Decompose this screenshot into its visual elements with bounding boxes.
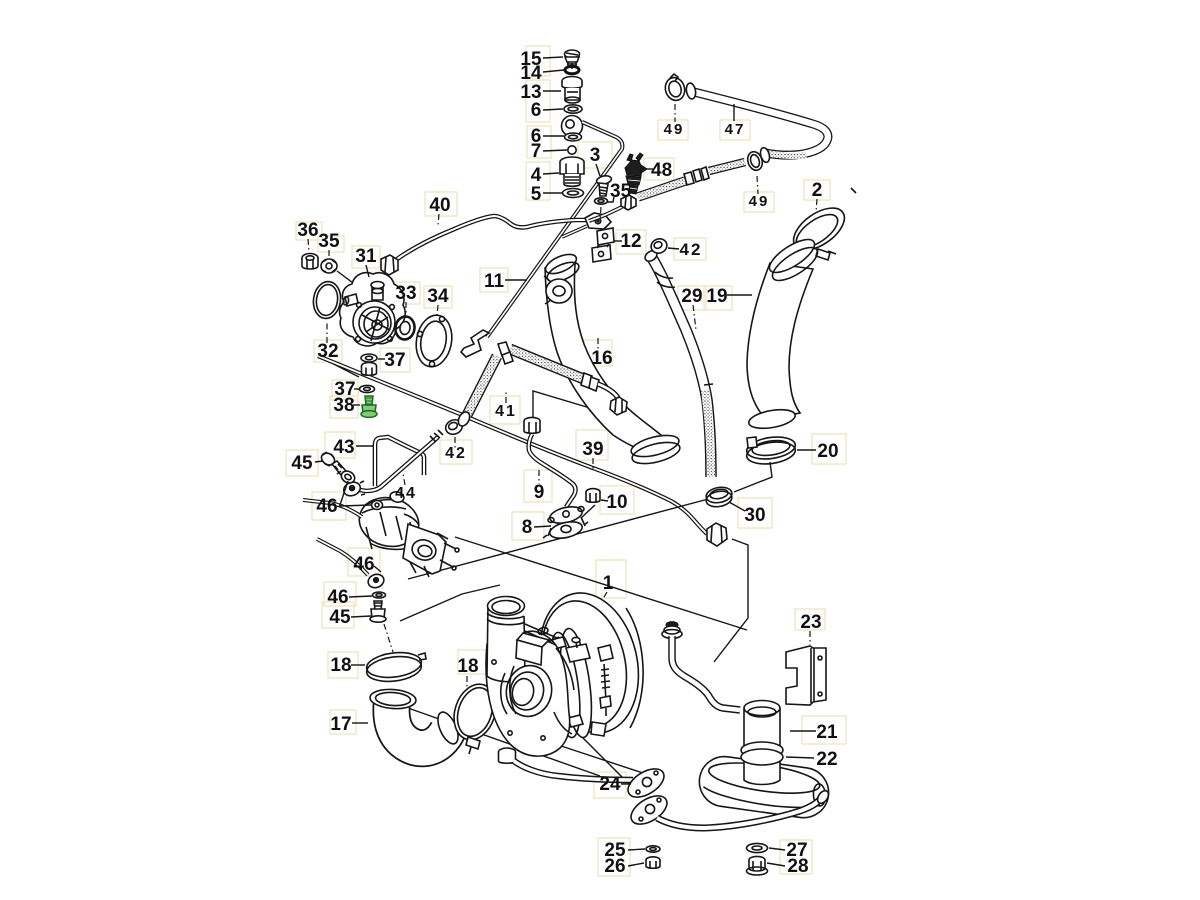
svg-text:37: 37 [334, 379, 355, 400]
svg-text:26: 26 [604, 856, 625, 877]
svg-text:32: 32 [317, 341, 338, 362]
svg-text:6: 6 [531, 100, 542, 121]
svg-text:49: 49 [749, 193, 770, 210]
svg-text:30: 30 [744, 505, 765, 526]
svg-text:27: 27 [786, 840, 807, 861]
svg-text:2: 2 [812, 180, 823, 201]
svg-text:35: 35 [610, 181, 632, 202]
svg-text:39: 39 [582, 439, 603, 460]
svg-text:1: 1 [603, 573, 614, 594]
svg-text:33: 33 [395, 283, 416, 304]
svg-text:47: 47 [725, 121, 746, 138]
svg-text:5: 5 [531, 184, 542, 205]
svg-text:17: 17 [330, 714, 351, 735]
svg-text:8: 8 [522, 517, 533, 538]
svg-text:18: 18 [330, 655, 351, 676]
svg-text:41: 41 [495, 403, 517, 420]
svg-text:14: 14 [520, 63, 542, 84]
svg-text:9: 9 [534, 482, 545, 503]
svg-text:35: 35 [318, 231, 340, 252]
svg-text:18: 18 [457, 656, 478, 677]
svg-text:29: 29 [681, 286, 702, 307]
svg-text:13: 13 [520, 82, 541, 103]
svg-text:12: 12 [620, 231, 641, 252]
svg-text:36: 36 [297, 220, 318, 241]
svg-text:24: 24 [599, 774, 621, 795]
svg-text:22: 22 [816, 749, 837, 770]
svg-text:44: 44 [395, 485, 417, 502]
svg-text:11: 11 [484, 271, 505, 292]
svg-text:37: 37 [384, 350, 405, 371]
svg-text:19: 19 [706, 286, 727, 307]
svg-text:4: 4 [531, 165, 542, 186]
svg-text:45: 45 [329, 607, 351, 628]
svg-text:48: 48 [651, 160, 672, 181]
svg-text:43: 43 [333, 437, 354, 458]
svg-text:21: 21 [816, 722, 838, 743]
svg-text:20: 20 [817, 441, 838, 462]
svg-text:25: 25 [604, 840, 626, 861]
svg-text:46: 46 [316, 496, 337, 517]
svg-text:49: 49 [664, 121, 685, 138]
svg-text:6: 6 [531, 126, 542, 147]
svg-text:3: 3 [590, 145, 601, 166]
svg-text:10: 10 [606, 492, 627, 513]
svg-text:38: 38 [333, 395, 354, 416]
svg-text:40: 40 [429, 195, 450, 216]
svg-text:46: 46 [353, 554, 374, 575]
svg-text:34: 34 [427, 286, 449, 307]
svg-text:45: 45 [291, 453, 313, 474]
svg-text:42: 42 [680, 240, 703, 259]
svg-text:31: 31 [355, 246, 377, 267]
svg-text:46: 46 [327, 587, 348, 608]
svg-text:28: 28 [787, 856, 808, 877]
svg-text:23: 23 [800, 612, 821, 633]
svg-text:16: 16 [591, 348, 612, 369]
svg-text:7: 7 [531, 141, 542, 162]
svg-text:15: 15 [520, 49, 542, 70]
svg-text:42: 42 [445, 445, 467, 462]
